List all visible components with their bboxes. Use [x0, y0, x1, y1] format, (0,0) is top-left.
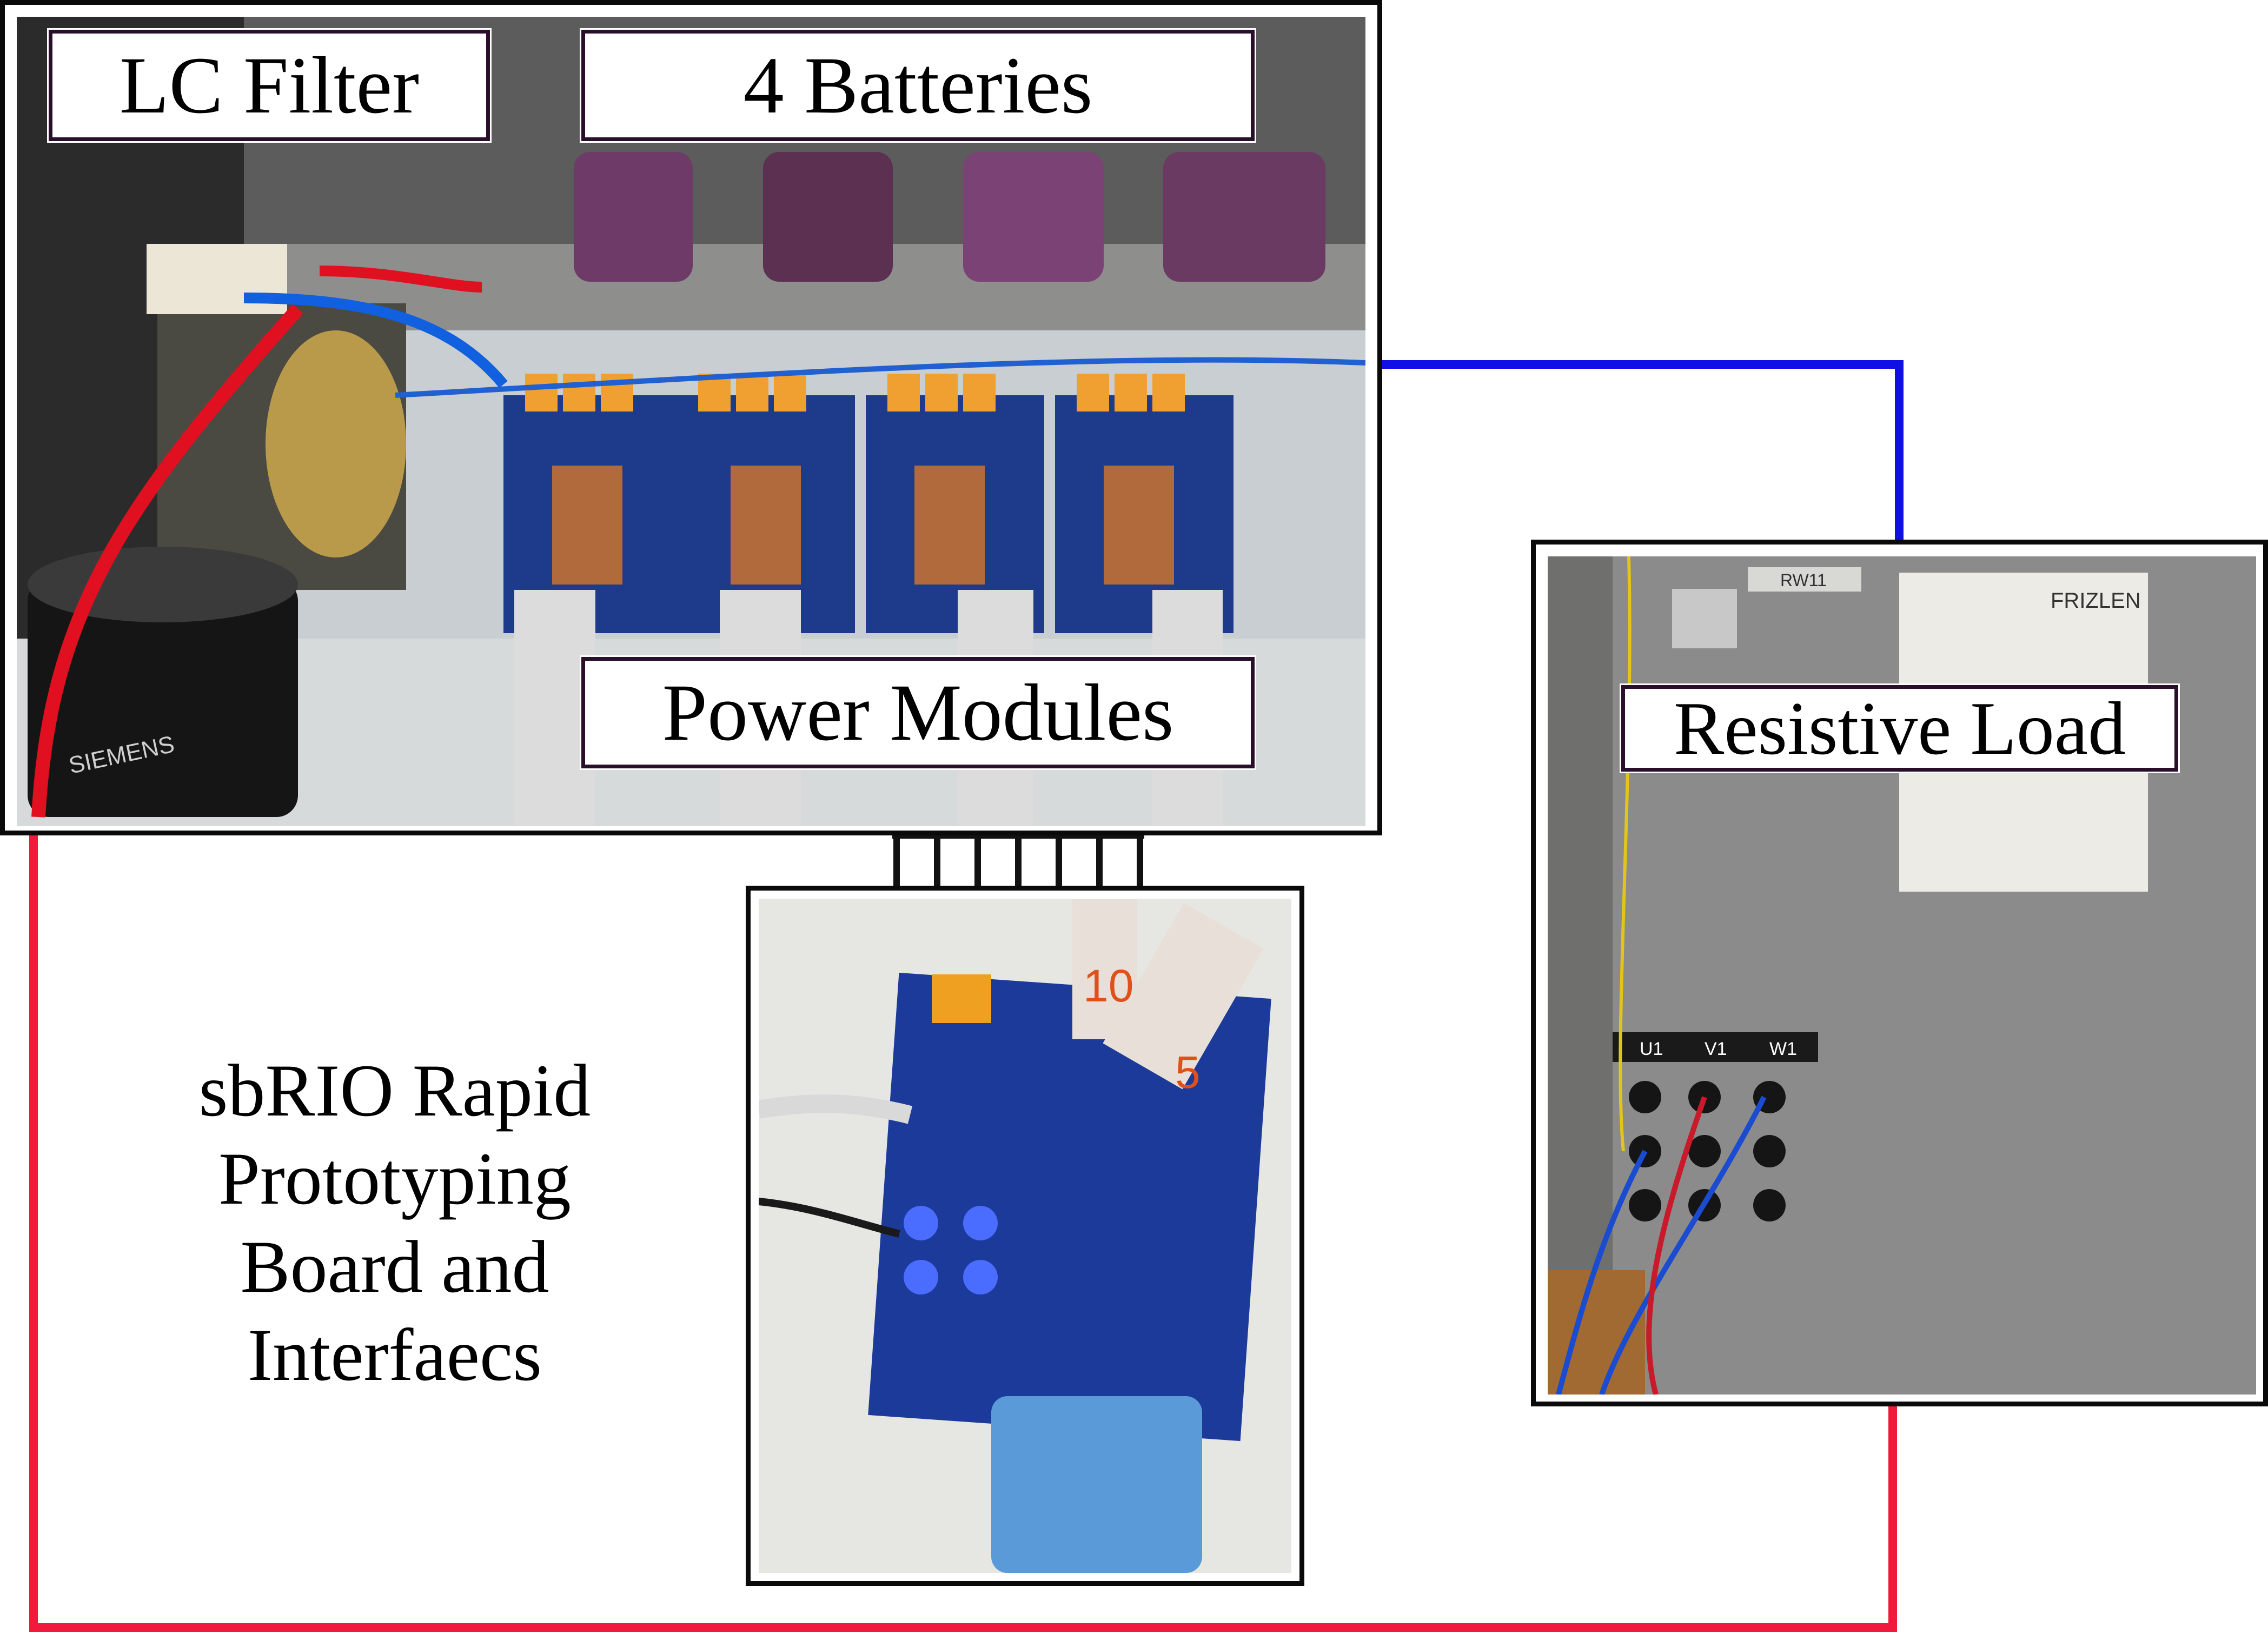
sbrio-line-2: Prototyping	[218, 1137, 571, 1220]
sbrio-description: sbRIO Rapid Prototyping Board and Interf…	[178, 1046, 611, 1399]
resistive-load-photo-frame: FRIZLEN RW11 U1 V1 W1	[1531, 540, 2268, 1406]
terminal-u1: U1	[1640, 1039, 1663, 1059]
load-brand-text: FRIZLEN	[2051, 589, 2141, 613]
resistive-load-label: Resistive Load	[1621, 685, 2178, 772]
sbrio-line-1: sbRIO Rapid	[198, 1049, 591, 1132]
batteries-label: 4 Batteries	[581, 30, 1255, 141]
terminal-w1: W1	[1769, 1039, 1797, 1059]
sbrio-photo-frame: 10 5	[746, 886, 1304, 1586]
sbrio-line-3: Board and	[240, 1225, 549, 1308]
blue-wire	[1371, 360, 1904, 542]
terminal-v1: V1	[1705, 1039, 1727, 1059]
sbrio-photo: 10 5	[759, 899, 1291, 1573]
power-modules-label: Power Modules	[581, 657, 1255, 768]
sbrio-line-4: Interfaecs	[248, 1313, 542, 1396]
resistive-load-photo: FRIZLEN RW11 U1 V1 W1	[1548, 556, 2256, 1395]
red-wire	[29, 827, 1897, 1632]
lc-filter-label: LC Filter	[49, 30, 490, 141]
cable-marker-5: 5	[1175, 1047, 1201, 1098]
ribbon-connector	[892, 832, 1144, 887]
cable-marker-10: 10	[1083, 960, 1133, 1011]
load-tag-text: RW11	[1780, 570, 1827, 590]
